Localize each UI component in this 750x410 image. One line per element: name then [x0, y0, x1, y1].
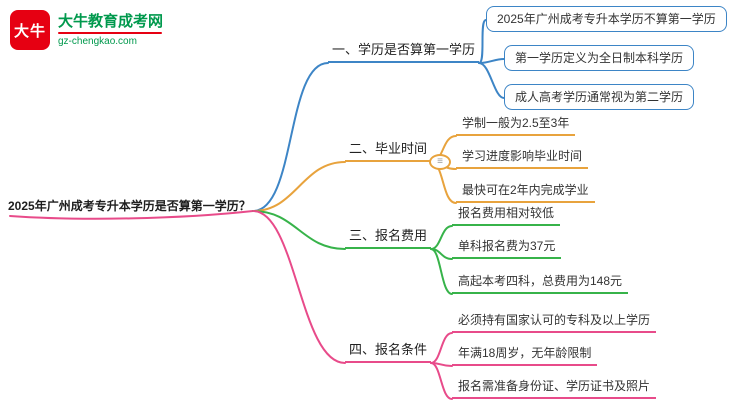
edge-branch3-leaf3: [430, 248, 453, 295]
leaf-4-1: 必须持有国家认可的专科及以上学历: [452, 313, 657, 333]
leaf-1-1: 2025年广州成考专升本学历不算第一学历: [486, 6, 727, 32]
leaf-3-2: 单科报名费为37元: [452, 239, 562, 259]
leaf-1-3: 成人高考学历通常视为第二学历: [504, 84, 695, 110]
leaf-3-3: 高起本考四科，总费用为148元: [452, 274, 629, 294]
edge-branch3-leaf1: [430, 225, 453, 250]
logo-divider: [58, 32, 162, 34]
collapse-icon-glyph: ≡: [437, 156, 443, 167]
edge-branch1-leaf3: [478, 62, 505, 99]
edge-central-to-branch-3: [252, 210, 346, 250]
branch-2-label: 二、毕业时间: [345, 141, 432, 162]
logo-bull-icon: 大牛: [10, 10, 50, 50]
edge-branch4-leaf3: [430, 362, 453, 400]
edge-central-to-branch-2: [252, 161, 346, 212]
leaf-4-3: 报名需准备身份证、学历证书及照片: [452, 379, 657, 399]
leaf-1-2: 第一学历定义为全日制本科学历: [504, 45, 695, 71]
logo-title: 大牛教育成考网: [58, 13, 164, 30]
leaf-3-1: 报名费用相对较低: [452, 206, 561, 226]
site-logo[interactable]: 大牛 大牛教育成考网 gz-chengkao.com: [10, 10, 163, 50]
central-topic: 2025年广州成考专升本学历是否算第一学历？: [8, 199, 251, 213]
leaf-2-2: 学习进度影响毕业时间: [456, 149, 589, 169]
branch-4-label: 四、报名条件: [345, 342, 432, 363]
edge-central-to-branch-4: [252, 210, 346, 364]
edge-branch1-leaf1: [478, 19, 487, 64]
logo-text-block: 大牛教育成考网 gz-chengkao.com: [58, 13, 163, 47]
edge-branch4-leaf1: [430, 332, 453, 364]
collapse-icon: ≡: [429, 154, 451, 170]
branch-3-label: 三、报名费用: [345, 228, 432, 249]
leaf-2-1: 学制一般为2.5至3年: [456, 116, 576, 136]
edge-central-to-branch-1: [252, 62, 329, 212]
leaf-2-3: 最快可在2年内完成学业: [456, 183, 595, 203]
branch-1-label: 一、学历是否算第一学历: [328, 42, 480, 63]
edge-central-underline: [9, 210, 254, 220]
edge-branch1-leaf2: [478, 58, 505, 64]
logo-domain: gz-chengkao.com: [58, 36, 137, 47]
leaf-4-2: 年满18周岁，无年龄限制: [452, 346, 598, 366]
